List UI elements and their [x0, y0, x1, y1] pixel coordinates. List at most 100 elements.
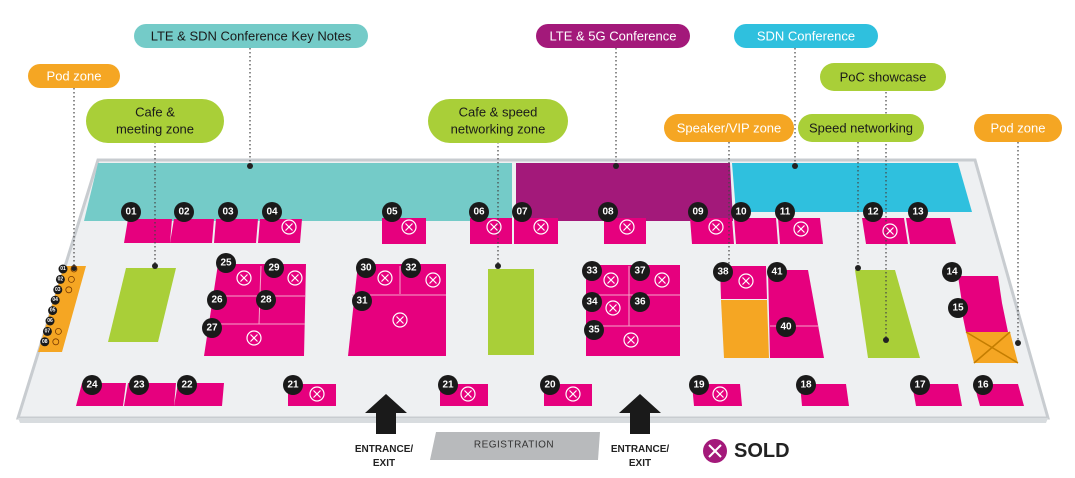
booth-14[interactable] — [958, 276, 1002, 303]
svg-text:04: 04 — [52, 297, 58, 303]
booth-12[interactable] — [862, 218, 908, 244]
svg-text:19: 19 — [693, 380, 705, 391]
booth-03[interactable] — [214, 219, 258, 243]
sold-icon — [377, 270, 393, 286]
booth-number-15: 15 — [948, 298, 968, 318]
booth-13[interactable] — [906, 218, 956, 244]
booth-06[interactable] — [470, 218, 512, 244]
booth-11[interactable] — [778, 218, 823, 244]
lte-5g-conference-area — [516, 163, 733, 221]
entrance-exit-left[interactable]: ENTRANCE/ EXIT — [355, 394, 414, 469]
pod-number[interactable]: 08 — [40, 337, 60, 347]
cafe-speed-networking-zone-label: Cafe & speed networking zone — [428, 99, 568, 143]
booth-02[interactable] — [170, 219, 214, 243]
svg-text:10: 10 — [735, 207, 747, 218]
booth-number-19: 19 — [689, 375, 709, 395]
booth-number-10: 10 — [731, 202, 751, 222]
pod-zone-right-label: Pod zone — [974, 114, 1062, 142]
sold-icon — [287, 270, 303, 286]
booth-number-29: 29 — [264, 258, 284, 278]
pod-sold-icon — [65, 286, 73, 294]
poc-showcase-label: PoC showcase — [820, 63, 946, 91]
svg-text:40: 40 — [780, 322, 792, 333]
svg-text:01: 01 — [125, 207, 137, 218]
svg-text:12: 12 — [867, 207, 879, 218]
booth-number-31: 31 — [352, 291, 372, 311]
pod-number[interactable]: 06 — [45, 316, 55, 326]
booth-08[interactable] — [604, 218, 646, 244]
svg-text:38: 38 — [717, 267, 729, 278]
booth-number-18: 18 — [796, 375, 816, 395]
pod-number[interactable]: 05 — [48, 306, 58, 316]
cafe-meeting-zone-label: Cafe & meeting zone — [86, 99, 224, 143]
booth-number-21-left: 21 — [283, 375, 303, 395]
pod-number[interactable]: 03 — [53, 285, 73, 295]
svg-text:01: 01 — [60, 266, 66, 272]
svg-text:Cafe & speed: Cafe & speed — [459, 105, 538, 120]
svg-text:06: 06 — [47, 318, 53, 324]
sold-icon — [605, 300, 621, 316]
svg-text:24: 24 — [86, 380, 98, 391]
booth-01[interactable] — [124, 219, 172, 243]
sold-icon — [392, 312, 408, 328]
svg-text:LTE & SDN Conference Key Notes: LTE & SDN Conference Key Notes — [151, 29, 352, 44]
svg-text:13: 13 — [912, 207, 924, 218]
booth-10[interactable] — [734, 218, 778, 244]
entrance-arrow-right-icon — [619, 394, 661, 434]
sold-icon — [793, 221, 809, 237]
booth-number-25: 25 — [216, 253, 236, 273]
booth-number-41: 41 — [767, 262, 787, 282]
pod-number[interactable]: 02 — [55, 274, 75, 284]
pod-sold-icon — [70, 265, 78, 273]
hall-floor-edge — [18, 418, 1048, 423]
booth-number-03: 03 — [218, 202, 238, 222]
booth-number-17: 17 — [910, 375, 930, 395]
sold-icon — [281, 219, 297, 235]
svg-text:33: 33 — [586, 266, 598, 277]
booth-number-32: 32 — [401, 258, 421, 278]
pod-sold-icon — [52, 338, 60, 346]
booth-number-26: 26 — [207, 290, 227, 310]
booth-number-05: 05 — [382, 202, 402, 222]
svg-text:23: 23 — [133, 380, 145, 391]
sold-icon — [486, 219, 502, 235]
booth-number-34: 34 — [582, 292, 602, 312]
svg-text:07: 07 — [516, 207, 528, 218]
pod-number[interactable]: 01 — [58, 264, 78, 274]
lte-5g-conference-label: LTE & 5G Conference — [536, 24, 690, 48]
svg-text:37: 37 — [634, 266, 646, 277]
booth-15[interactable] — [960, 303, 1008, 332]
svg-text:06: 06 — [473, 207, 485, 218]
svg-text:05: 05 — [50, 308, 56, 314]
booth-number-12: 12 — [863, 202, 883, 222]
svg-text:03: 03 — [222, 207, 234, 218]
booth-block-25-29[interactable] — [204, 264, 306, 356]
booth-number-01: 01 — [121, 202, 141, 222]
sdn-conference-area — [732, 163, 972, 212]
booth-number-06: 06 — [469, 202, 489, 222]
pod-number[interactable]: 07 — [42, 326, 62, 336]
entrance-exit-right[interactable]: ENTRANCE/ EXIT — [611, 394, 670, 469]
svg-text:09: 09 — [692, 207, 704, 218]
sold-icon — [309, 386, 325, 402]
svg-text:ENTRANCE/: ENTRANCE/ — [355, 444, 414, 455]
sold-icon — [619, 219, 635, 235]
svg-text:08: 08 — [602, 207, 614, 218]
sold-icon — [401, 219, 417, 235]
cafe-meeting-zone-area — [108, 268, 176, 342]
booth-block-30-32[interactable] — [348, 264, 446, 356]
booth-number-08: 08 — [598, 202, 618, 222]
speed-networking-label: Speed networking — [798, 114, 924, 142]
booth-block-33-37[interactable] — [586, 265, 680, 356]
svg-text:networking zone: networking zone — [451, 122, 546, 137]
booth-number-21-center: 21 — [438, 375, 458, 395]
sold-icon — [246, 330, 262, 346]
registration-desk: REGISTRATION — [430, 432, 600, 460]
svg-text:17: 17 — [914, 380, 926, 391]
sold-icon — [236, 270, 252, 286]
booth-number-30: 30 — [356, 258, 376, 278]
pod-number[interactable]: 04 — [50, 295, 60, 305]
booth-number-11: 11 — [775, 202, 795, 222]
